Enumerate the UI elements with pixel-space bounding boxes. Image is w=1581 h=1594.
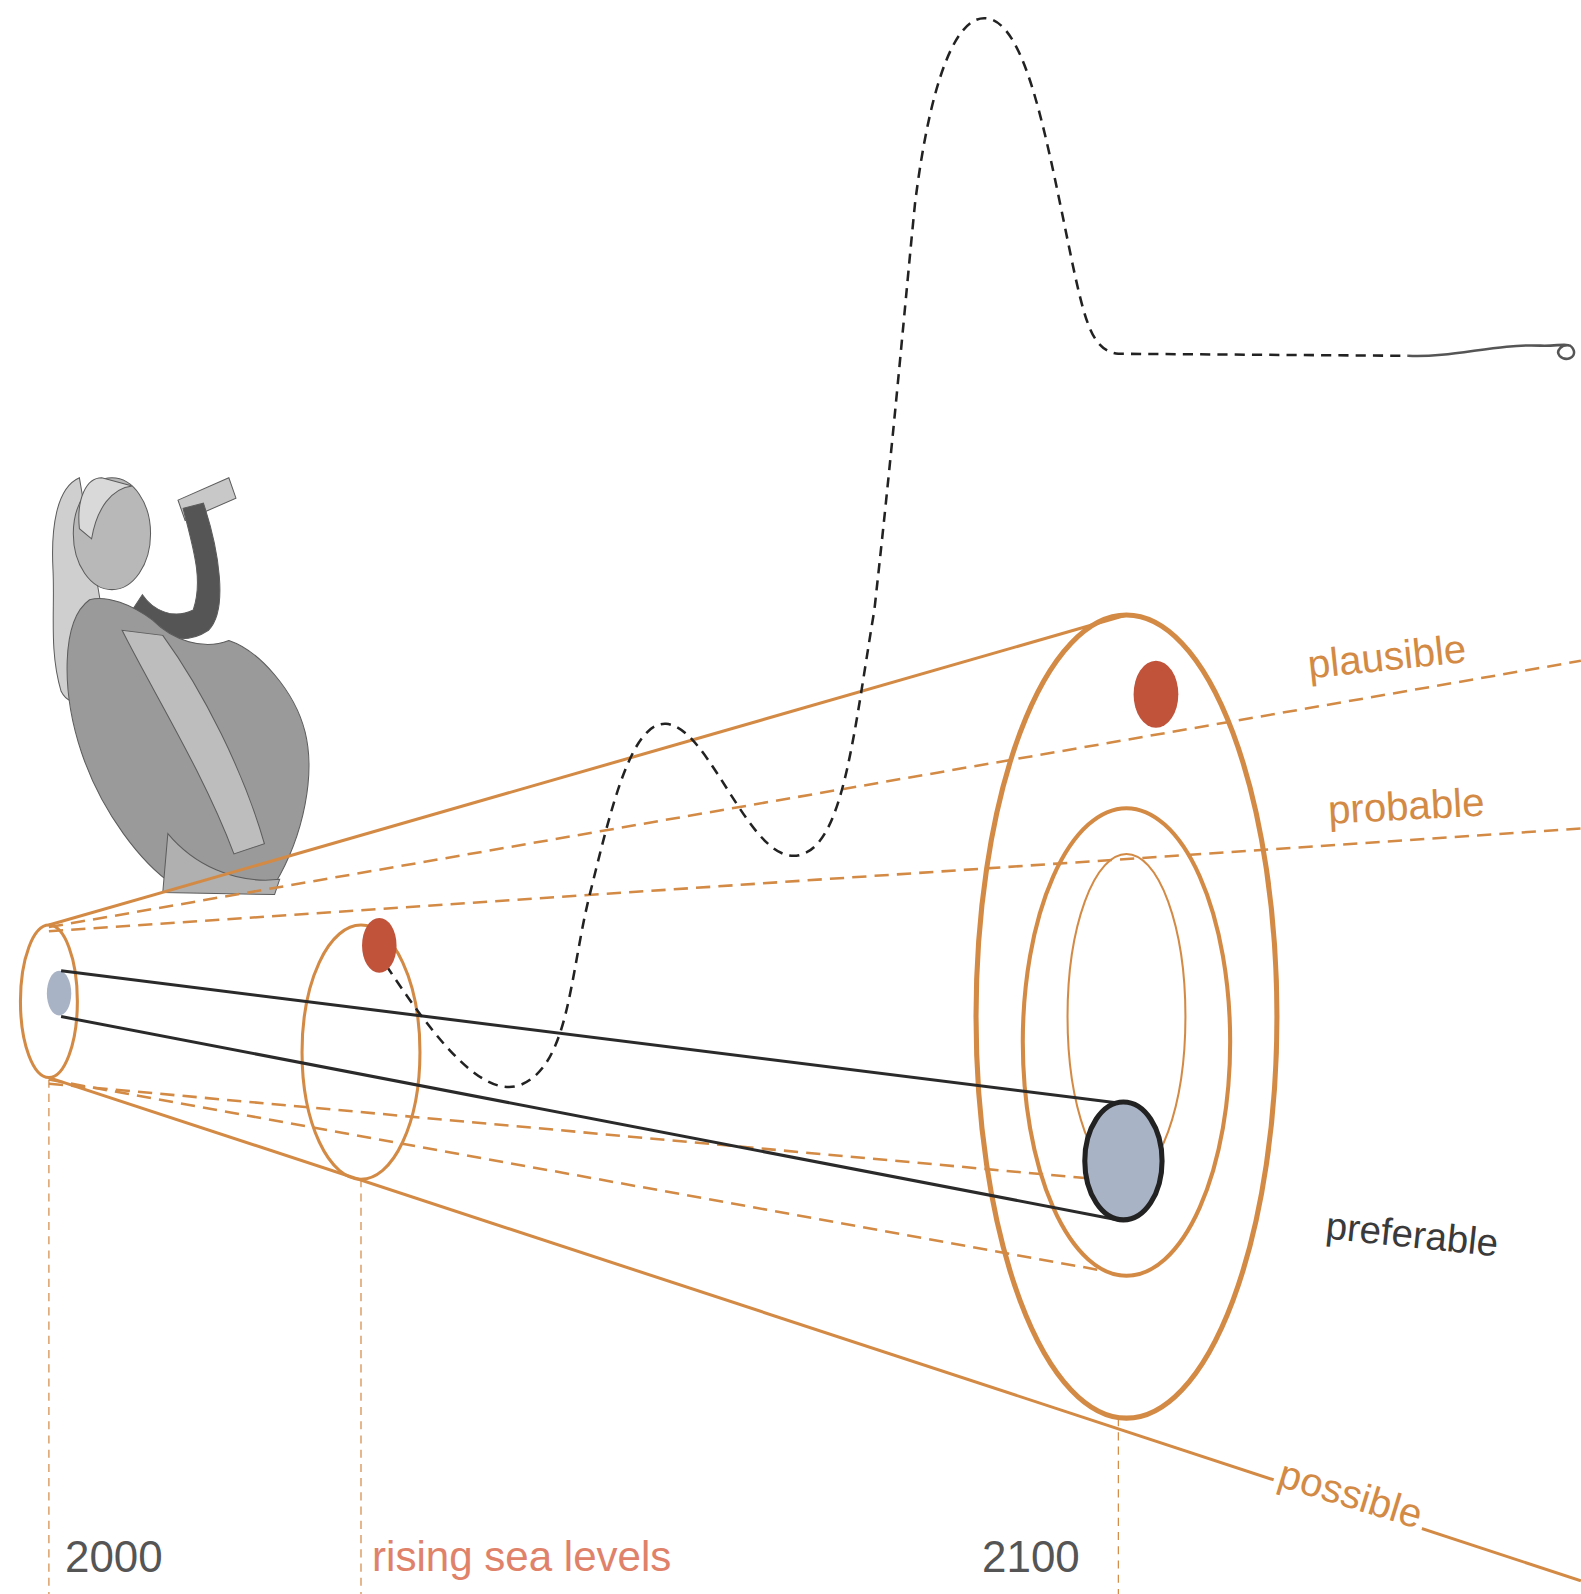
year-label: 2000 bbox=[61, 1533, 167, 1581]
future-type-label: plausible bbox=[1302, 626, 1473, 687]
future-type-label: preferable bbox=[1320, 1204, 1504, 1265]
future-type-label: probable bbox=[1323, 781, 1490, 834]
preferable-tube bbox=[47, 971, 1162, 1220]
future-type-label: possible bbox=[1269, 1451, 1431, 1539]
cone-outline bbox=[20, 615, 1580, 1594]
woman-figure bbox=[53, 478, 309, 895]
event-label: rising sea levels bbox=[368, 1534, 675, 1580]
year-label: 2100 bbox=[978, 1533, 1084, 1581]
wild-card-path bbox=[362, 18, 1574, 1087]
